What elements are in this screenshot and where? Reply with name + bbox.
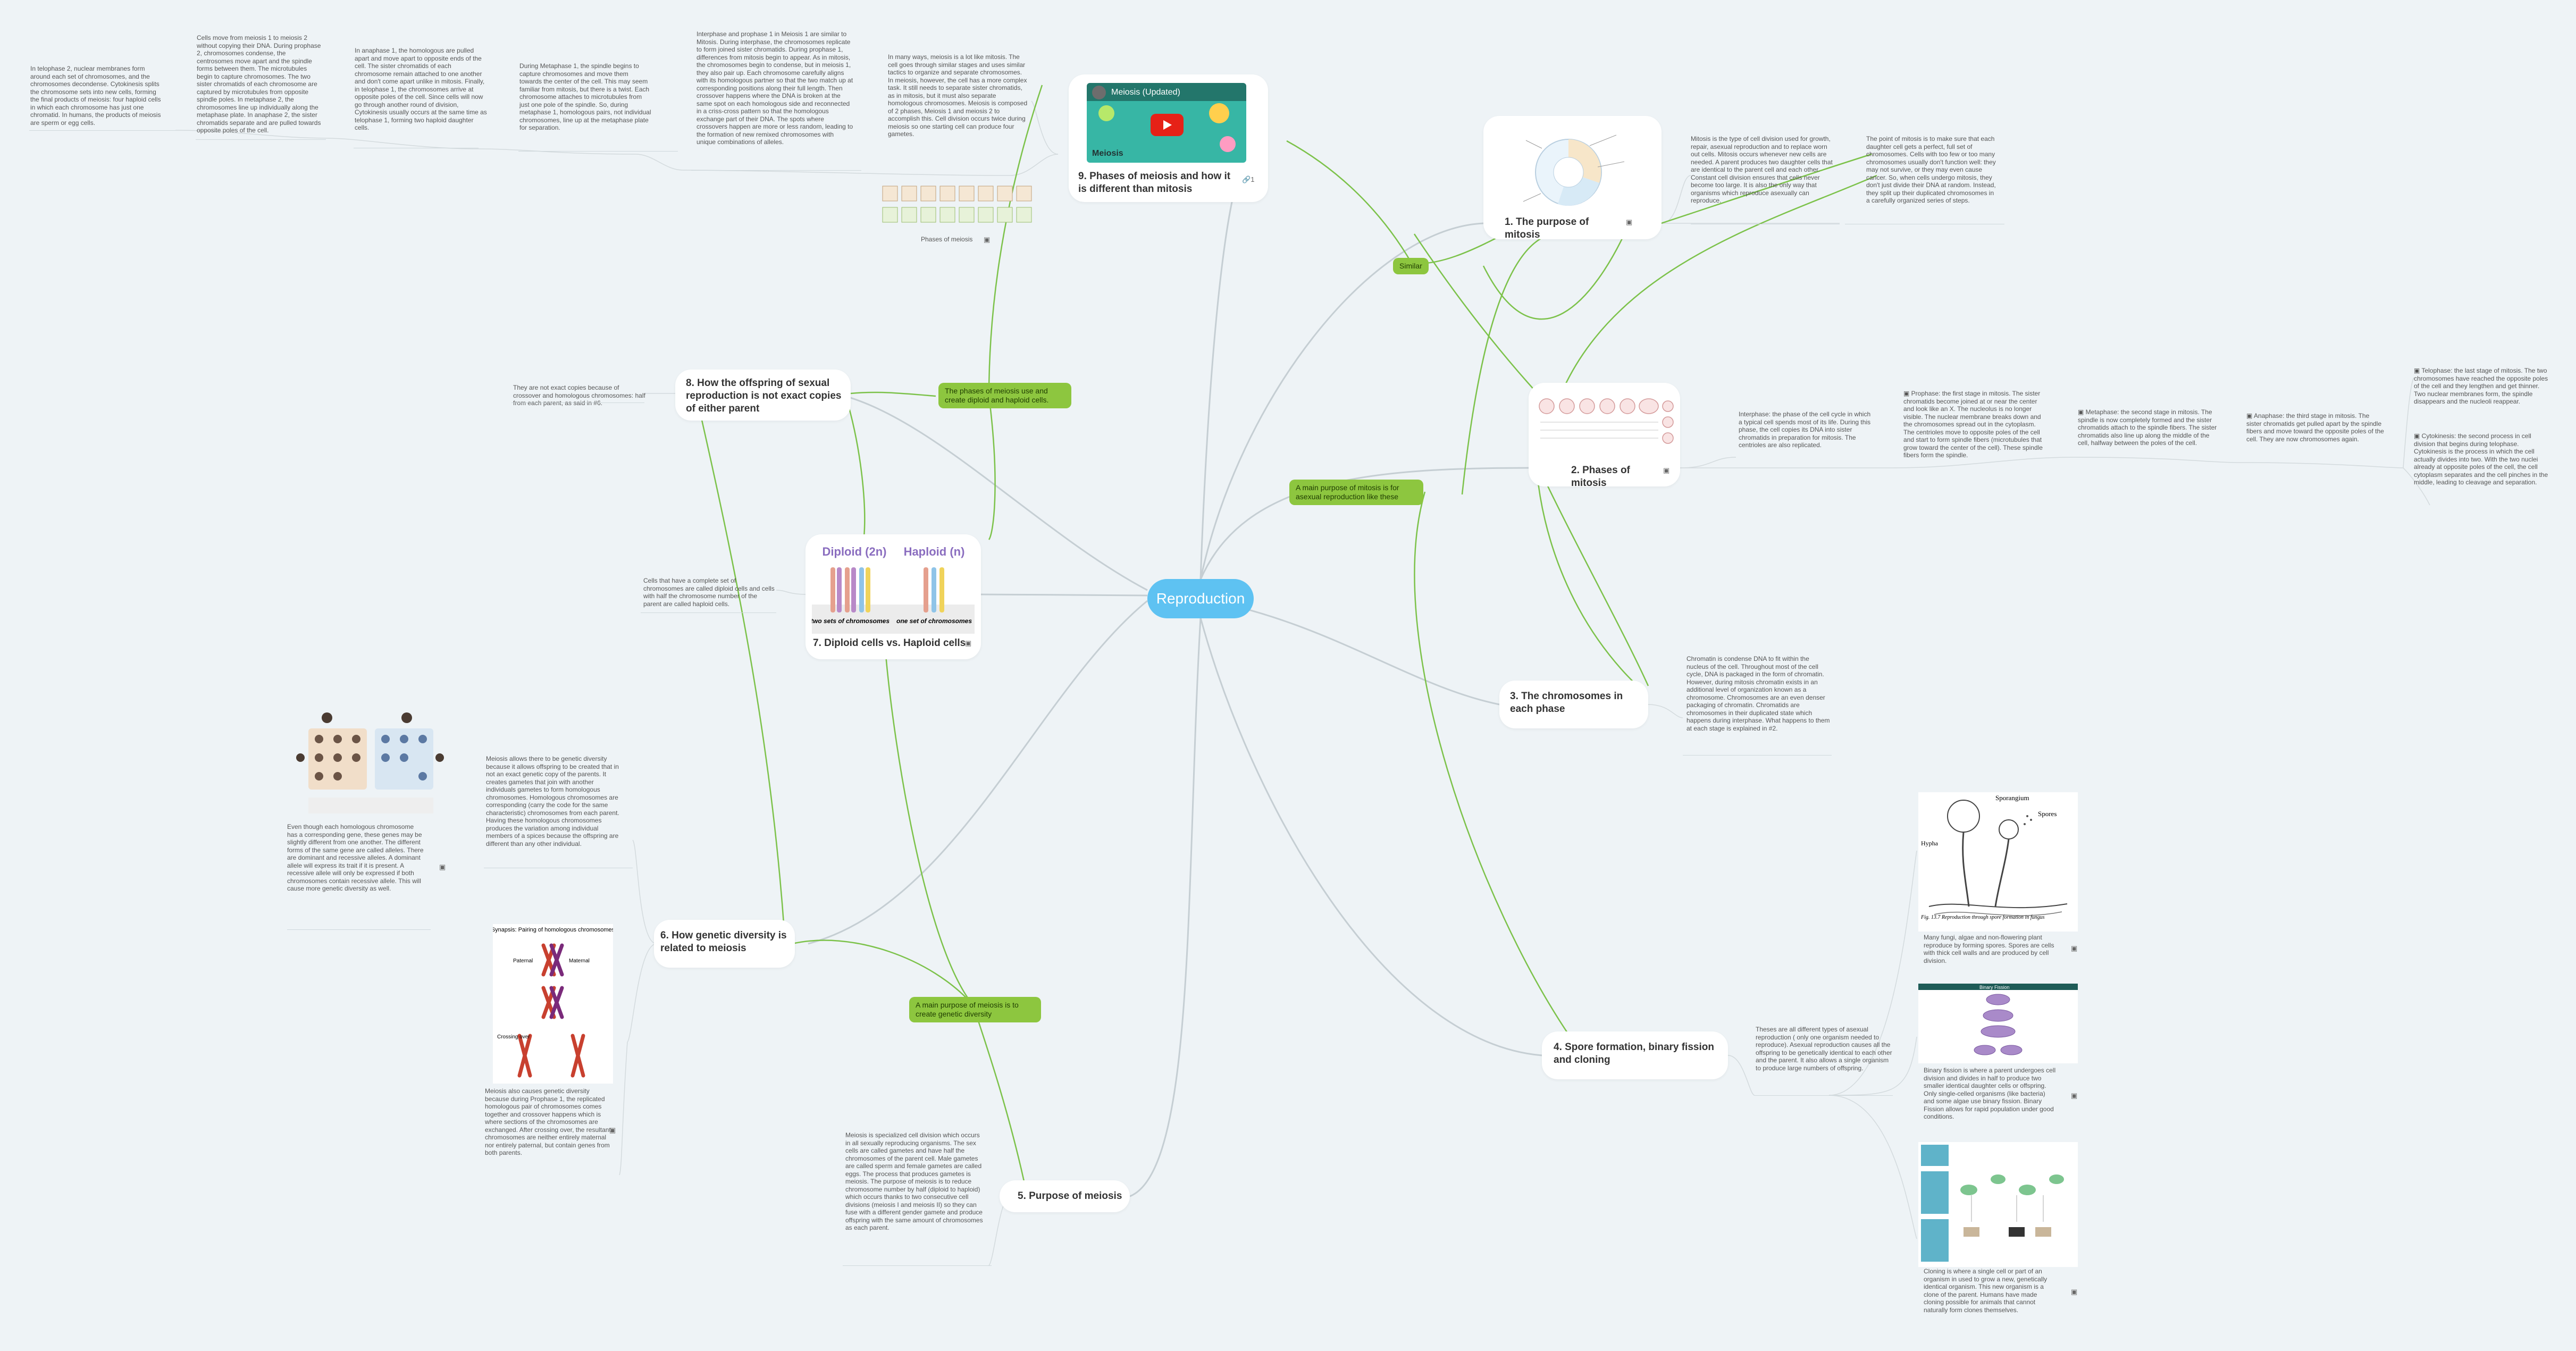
note-mitosis-definition: Mitosis is the type of cell division use… — [1691, 135, 1833, 204]
relation-mitosis-asexual[interactable]: A main purpose of mitosis is for asexual… — [1289, 480, 1423, 505]
metaphase-text: Metaphase: the second stage in mitosis. … — [2078, 408, 2217, 447]
image-icon: ▣ — [984, 236, 991, 244]
note-metaphase: ▣ Metaphase: the second stage in mitosis… — [2078, 408, 2217, 447]
topic-spore-binary-cloning[interactable]: 4. Spore formation, binary fission and c… — [1542, 1031, 1728, 1079]
link-icon[interactable]: 🔗1 — [1242, 175, 1255, 183]
note-spore-formation: Many fungi, algae and non-flowering plan… — [1924, 934, 2054, 964]
topic-diploid-vs-haploid[interactable]: Diploid (2n) Haploid (n) two sets of chr… — [805, 534, 981, 659]
binary-fission-image: Binary Fission — [1918, 984, 2078, 1063]
binary-fission-label: Binary Fission — [1979, 985, 2010, 990]
hypha-label: Hypha — [1921, 840, 1939, 847]
image-icon: ▣ — [1626, 218, 1633, 226]
sporangium-label: Sporangium — [1995, 794, 2029, 802]
phases-of-meiosis-caption: Phases of meiosis — [921, 236, 973, 243]
phases-of-meiosis-image — [882, 186, 1032, 223]
topic-title: 1. The purpose of mitosis — [1505, 216, 1589, 240]
image-icon: ▣ — [609, 1126, 616, 1134]
topic-title: 9. Phases of meiosis and how it is diffe… — [1078, 171, 1231, 195]
topic-title: 5. Purpose of meiosis — [1018, 1190, 1122, 1202]
diploid-label: Diploid (2n) — [823, 545, 887, 558]
figure-caption: Fig. 13.7 Reproduction through spore for… — [1920, 914, 2045, 920]
play-button[interactable] — [1151, 114, 1184, 136]
image-icon: ▣ — [439, 863, 446, 871]
crossing-over-image: Synapsis: Pairing of homologous chromoso… — [493, 924, 613, 1084]
note-telophase: ▣ Telophase: the last stage of mitosis. … — [2414, 367, 2548, 405]
mitosis-cell-cycle-image — [1510, 124, 1638, 212]
note-crossing-over: Meiosis also causes genetic diversity be… — [485, 1087, 611, 1156]
topic-offspring-not-copies[interactable]: 8. How the offspring of sexual reproduct… — [675, 370, 851, 421]
note-diploid-haploid: Cells that have a complete set of chromo… — [643, 577, 775, 608]
topic-title: 8. How the offspring of sexual reproduct… — [686, 377, 842, 414]
paternal-label: Paternal — [513, 958, 533, 964]
relation-similar[interactable]: Similar — [1393, 258, 1429, 274]
relation-phases-diploid-haploid[interactable]: The phases of meiosis use and create dip… — [938, 383, 1071, 408]
topic-genetic-diversity[interactable]: 6. How genetic diversity is related to m… — [654, 920, 795, 968]
note-mitosis-point: The point of mitosis is to make sure tha… — [1866, 135, 1996, 204]
note-prophase: ▣ Prophase: the first stage in mitosis. … — [1903, 390, 2043, 459]
prophase-text: Prophase: the first stage in mitosis. Th… — [1903, 390, 2043, 459]
note-interphase: Interphase: the phase of the cell cycle … — [1739, 410, 1871, 449]
note-anaphase1-telophase1: In anaphase 1, the homologous are pulled… — [355, 47, 487, 131]
cytokinesis-text: Cytokinesis: the second process in cell … — [2414, 432, 2548, 486]
two-sets-label: two sets of chromosomes — [812, 617, 890, 625]
crossing-over-label: Crossing over — [497, 1034, 530, 1040]
topic-phases-of-mitosis[interactable]: 2. Phases of mitosis ▣ — [1529, 383, 1680, 489]
note-meiosis2: Cells move from meiosis 1 to meiosis 2 w… — [197, 34, 321, 134]
note-cytokinesis: ▣ Cytokinesis: the second process in cel… — [2414, 432, 2548, 486]
spore-formation-image: Sporangium Spores Hypha Fig. 13.7 Reprod… — [1918, 792, 2078, 932]
image-icon: ▣ — [2071, 1288, 2078, 1296]
topic-phases-of-meiosis[interactable]: Meiosis (Updated) Meiosis 9. Phases of m… — [1069, 74, 1268, 202]
video-title: Meiosis (Updated) — [1111, 88, 1180, 97]
note-chromosomes: Chromatin is condense DNA to fit within … — [1686, 655, 1830, 732]
note-asexual-types: Theses are all different types of asexua… — [1756, 1026, 1892, 1072]
image-icon: ▣ — [1663, 466, 1670, 474]
haploid-label: Haploid (n) — [904, 545, 965, 558]
topic-title: 7. Diploid cells vs. Haploid cells — [813, 637, 966, 649]
note-meiosis-purpose: Meiosis is specialized cell division whi… — [845, 1131, 983, 1231]
diploid-haploid-image: Diploid (2n) Haploid (n) two sets of chr… — [812, 541, 975, 634]
image-icon: ▣ — [2071, 1092, 2078, 1100]
topic-purpose-of-meiosis[interactable]: 5. Purpose of meiosis — [1000, 1180, 1130, 1212]
telophase-text: Telophase: the last stage of mitosis. Th… — [2414, 367, 2548, 405]
video-channel-avatar — [1092, 86, 1106, 99]
link-count: 1 — [1251, 175, 1255, 183]
note-interphase-prophase1: Interphase and prophase 1 in Meiosis 1 a… — [697, 30, 853, 146]
note-not-exact-copies: They are not exact copies because of cro… — [513, 384, 645, 407]
alleles-diagram-image — [296, 712, 444, 813]
relation-meiosis-diversity[interactable]: A main purpose of meiosis is to create g… — [909, 997, 1041, 1022]
anaphase-text: Anaphase: the third stage in mitosis. Th… — [2246, 412, 2384, 443]
one-set-label: one set of chromosomes — [896, 617, 972, 625]
mitosis-phases-image — [1539, 398, 1674, 444]
topic-purpose-of-mitosis[interactable]: 1. The purpose of mitosis ▣ — [1483, 116, 1662, 240]
central-topic[interactable]: Reproduction — [1147, 579, 1254, 618]
topic-title: 2. Phases of mitosis — [1571, 465, 1630, 489]
spores-label: Spores — [2038, 810, 2057, 818]
note-diversity-meiosis: Meiosis allows there to be genetic diver… — [486, 755, 619, 847]
topic-chromosomes-in-each-phase[interactable]: 3. The chromosomes in each phase — [1499, 681, 1648, 728]
note-telophase2: In telophase 2, nuclear membranes form a… — [30, 65, 161, 127]
topic-title: 4. Spore formation, binary fission and c… — [1554, 1042, 1714, 1065]
topic-title: 6. How genetic diversity is related to m… — [660, 930, 787, 954]
video-logo-text: Meiosis — [1092, 149, 1123, 158]
note-alleles: Even though each homologous chromosome h… — [287, 823, 424, 892]
synapsis-label: Synapsis: Pairing of homologous chromoso… — [493, 927, 613, 933]
image-icon: ▣ — [965, 639, 972, 647]
note-binary-fission: Binary fission is where a parent undergo… — [1924, 1067, 2056, 1120]
meiosis-video-thumbnail[interactable]: Meiosis (Updated) Meiosis — [1087, 83, 1246, 163]
cloning-image — [1918, 1142, 2078, 1267]
note-meiosis-like-mitosis: In many ways, meiosis is a lot like mito… — [888, 53, 1028, 138]
note-cloning: Cloning is where a single cell or part o… — [1924, 1268, 2048, 1314]
image-icon: ▣ — [2071, 944, 2078, 952]
note-metaphase1: During Metaphase 1, the spindle begins t… — [519, 62, 651, 131]
maternal-label: Maternal — [569, 958, 590, 964]
topic-title: 3. The chromosomes in each phase — [1510, 691, 1623, 715]
note-anaphase: ▣ Anaphase: the third stage in mitosis. … — [2246, 412, 2384, 443]
